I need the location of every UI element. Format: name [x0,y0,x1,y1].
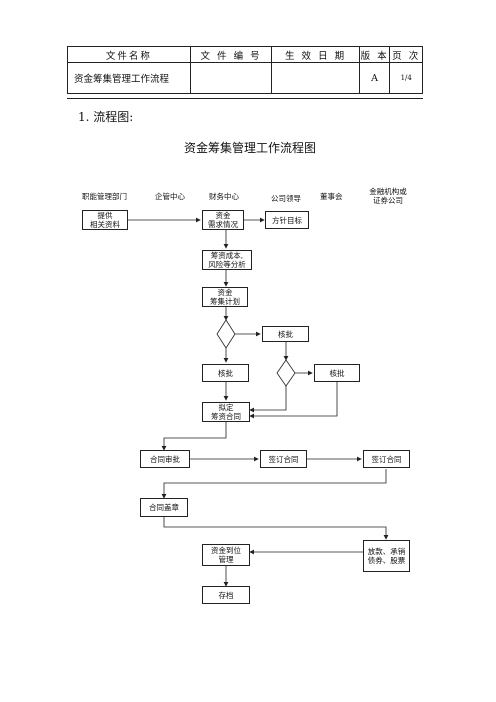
arrow-seal-to-loan [163,517,389,540]
decision-diamond-board [276,359,296,387]
lane-company-leader: 公司领导 [271,194,301,203]
node-draft-line1: 拟定 [218,403,234,412]
decision-diamond-approval [216,319,236,349]
node-need-line2: 需求情况 [208,220,238,229]
node-contract-review: 合同审批 [140,450,190,468]
node-cost-line1: 筹资成本, [210,251,244,260]
flowchart-title: 资金筹集管理工作流程图 [183,141,316,155]
node-sign-fin-label: 签订合同 [371,454,402,464]
page-cell: 1/4 [389,62,423,94]
header-col-name: 文件名称 [67,45,191,64]
node-seal-label: 合同盖章 [149,503,179,512]
node-loan-line1: 放款、承销 [367,547,406,556]
section-heading: 1. 流程图: [78,110,134,124]
node-cfo-approve-label: 核批 [218,368,233,378]
node-provide-materials: 提供 相关资料 [82,210,128,230]
lane-functional-dept: 职能管理部门 [82,192,127,201]
lane-financial-line2: 证券公司 [373,196,403,205]
node-sign-contract-leader: 签订合同 [260,450,307,468]
node-draft-line2: 筹资合同 [211,412,241,421]
node-contract-seal: 合同盖章 [140,498,188,517]
node-cost-risk-analysis: 筹资成本, 风险等分析 [202,250,252,270]
node-policy-label: 方针目标 [272,215,302,225]
lane-financial-line1: 金融机构或 [369,187,407,196]
node-board-approve-label: 核批 [329,368,345,378]
node-fund-need: 资金 需求情况 [202,210,244,230]
node-fund-plan: 资金 筹集计划 [202,287,248,307]
arrow-sign-to-seal [161,469,387,499]
document-header-table: 文件名称 文 件 编 号 生 效 日 期 版 本 页 次 资金筹集管理工作流程 … [67,45,423,94]
node-cfo-approve: 核批 [202,364,249,382]
node-plan-line1: 资金 [217,288,233,297]
header-col-code: 文 件 编 号 [189,45,273,64]
node-provide-line1: 提供 [97,211,113,220]
node-review-label: 合同审批 [150,454,180,464]
node-sign-leader-label: 签订合同 [268,454,299,464]
header-col-date: 生 效 日 期 [271,45,360,64]
header-col-page: 页 次 [389,45,423,64]
header-col-version: 版 本 [358,45,391,64]
lane-finance-center: 财务中心 [209,192,239,201]
node-archive-label: 存档 [218,590,234,600]
node-fund-arrival: 资金到位 管理 [202,544,250,566]
node-sign-contract-financial: 签订合同 [363,450,410,468]
lane-financial-institution: 金融机构或 证券公司 [366,187,410,205]
lane-board: 董事会 [320,192,343,201]
doc-date-cell [271,62,360,94]
node-board-approve: 核批 [314,364,360,382]
node-loan-underwrite: 放款、承销 债券、股票 [363,540,410,572]
node-loan-line2: 债券、股票 [367,556,406,565]
arrow-draft-to-review [161,422,227,451]
node-arrive-line1: 资金到位 [211,546,241,555]
node-archive: 存档 [202,586,250,604]
node-cost-line2: 风险等分析 [208,260,246,269]
node-policy-goals: 方针目标 [265,211,309,229]
node-plan-line2: 筹集计划 [210,297,240,306]
node-need-line1: 资金 [215,211,231,220]
arrow-board-approve-to-draft [249,382,338,419]
node-provide-line2: 相关资料 [90,220,120,229]
node-leader-approve-label: 核批 [278,329,293,339]
node-leader-approve: 核批 [262,326,309,342]
node-arrive-line2: 管理 [218,555,234,564]
lane-management-center: 企管中心 [155,192,185,201]
header-rule [67,98,423,99]
doc-name-cell: 资金筹集管理工作流程 [67,62,191,94]
arrow-board-decision-to-draft [249,386,287,413]
node-draft-contract: 拟定 筹资合同 [202,402,250,422]
